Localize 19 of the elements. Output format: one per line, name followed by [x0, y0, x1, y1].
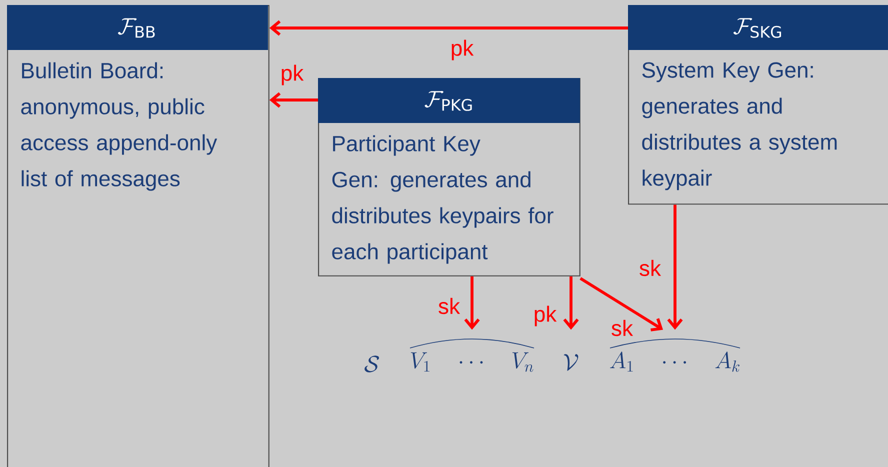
arrow — [580, 277, 663, 332]
component-box: $\mathcal{F}_{\mathsf{SKG}}$ System Key Gen: generates and distributes a system keypair — [628, 5, 888, 205]
arrow — [667, 204, 683, 330]
component-box: $\mathcal{F}_{\mathsf{PKG}}$ Participant Key Gen: generates and distributes keypairs for each participant — [318, 78, 580, 276]
symbol-group: $\mathcal{V}$ — [564, 354, 578, 371]
edge-label: sk — [612, 320, 634, 336]
math-symbol: $\mathcal{S}$ — [364, 356, 379, 372]
edge-label: sk — [640, 260, 662, 276]
symbol-group: $A_1 \quad \cdots \quad A_k$ — [610, 338, 740, 372]
edge-label: sk — [438, 298, 460, 314]
symbol-group: $V_1 \quad \cdots \quad V_n$ — [410, 338, 534, 372]
arrow — [464, 276, 480, 330]
arrow — [563, 276, 579, 330]
edge-label: pk — [452, 40, 474, 60]
arrow — [269, 20, 628, 36]
component-box: $\mathcal{F}_{\mathsf{BB}}$ Bulletin Board: anonymous, public access append-only list of messages — [7, 5, 270, 467]
arrow — [269, 92, 318, 108]
edge-label: pk — [534, 306, 557, 326]
edge-label: pk — [282, 64, 304, 86]
